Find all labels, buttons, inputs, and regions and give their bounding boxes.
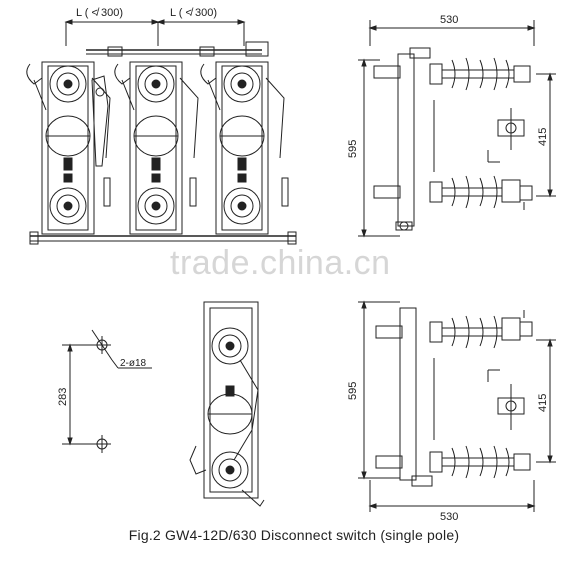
pole-2: [114, 61, 199, 235]
mounting-hole-detail: 283 2-ø18: [57, 329, 152, 453]
figure-caption: Fig.2 GW4-12D/630 Disconnect switch (sin…: [128, 527, 460, 543]
side-view-bottom: 595 415 530: [347, 300, 556, 523]
pole-3: [200, 61, 285, 235]
dim-label-left: L ( ≮ 300): [76, 7, 123, 19]
watermark-text: trade.china.cn: [170, 244, 391, 282]
side-bottom-width-label: 530: [440, 511, 458, 523]
front-view-three-poles: L ( ≮ 300) L ( ≮ 300): [26, 7, 297, 245]
side-bottom-pitch-label: 415: [537, 394, 549, 412]
dim-label-right: L ( ≮ 300): [170, 7, 217, 19]
mount-hole-label: 2-ø18: [120, 358, 147, 369]
pole-1: [26, 61, 111, 235]
single-pole-front: [189, 301, 265, 507]
side-view-top: 530 595 415: [347, 14, 556, 238]
side-top-width-label: 530: [440, 14, 458, 26]
mount-spacing-label: 283: [57, 388, 69, 406]
side-top-pitch-label: 415: [537, 128, 549, 146]
side-bottom-height-label: 595: [347, 382, 359, 400]
side-top-height-label: 595: [347, 140, 359, 158]
